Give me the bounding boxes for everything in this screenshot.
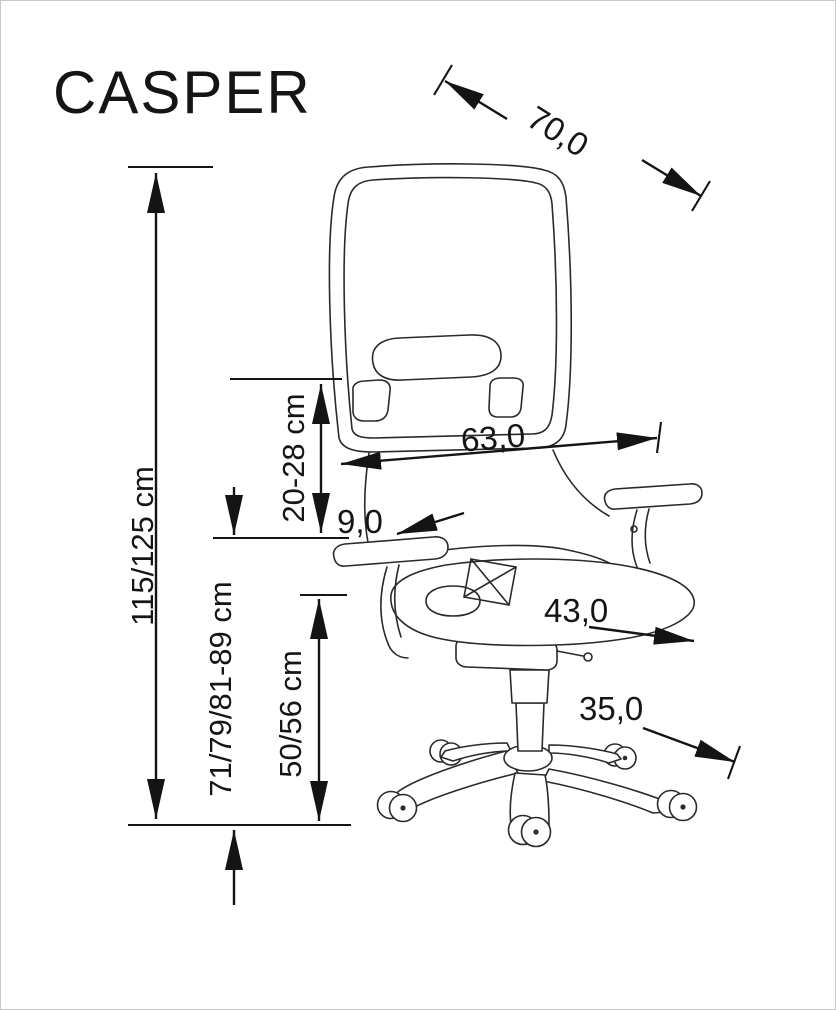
chair-drawing xyxy=(328,163,703,848)
armrest-left xyxy=(332,536,449,659)
dim-headrest-label: 20-28 cm xyxy=(276,393,311,522)
backrest xyxy=(328,163,573,453)
dim-backrest-width-label: 63,0 xyxy=(459,416,526,458)
dim-seat-height-label: 50/56 cm xyxy=(273,650,308,778)
backrest-hole-right xyxy=(488,377,524,418)
caster-front-center-icon xyxy=(507,814,552,848)
product-title: CASPER xyxy=(53,59,312,126)
dim-top-depth-label: 70,0 xyxy=(521,99,595,164)
dim-overall-height-label: 115/125 cm xyxy=(125,466,160,626)
backrest-frame-right xyxy=(552,449,610,517)
dim-top-depth-tick-left xyxy=(433,64,453,96)
dim-seat-depth-arrow xyxy=(588,625,695,645)
backrest-hole-left xyxy=(352,379,391,422)
dim-top-depth-arrow-right xyxy=(641,158,702,198)
dim-armrest-width-arrow xyxy=(396,511,465,536)
caster-front-right-icon xyxy=(656,789,698,822)
dim-top-depth-arrow-left xyxy=(444,79,508,121)
dim-top-depth-tick-right xyxy=(691,180,711,212)
lumbar-support xyxy=(371,334,502,381)
armrest-right xyxy=(603,483,703,568)
gas-lift xyxy=(503,669,553,772)
dim-base-radius-label: 35,0 xyxy=(579,690,643,727)
seat-cushion xyxy=(390,558,695,647)
dim-base-radius-tick xyxy=(727,745,741,780)
dim-base-radius-arrow xyxy=(642,726,736,764)
dim-armrest-width-label: 9,0 xyxy=(337,503,383,540)
dim-armrest-height-label: 71/79/81-89 cm xyxy=(203,581,238,796)
dim-seat-depth-label: 43,0 xyxy=(544,592,608,629)
tilt-bracket xyxy=(463,558,517,606)
dim-backrest-width-line xyxy=(340,432,658,470)
dim-backrest-width-tick xyxy=(655,421,663,454)
caster-front-left-icon xyxy=(376,790,418,823)
